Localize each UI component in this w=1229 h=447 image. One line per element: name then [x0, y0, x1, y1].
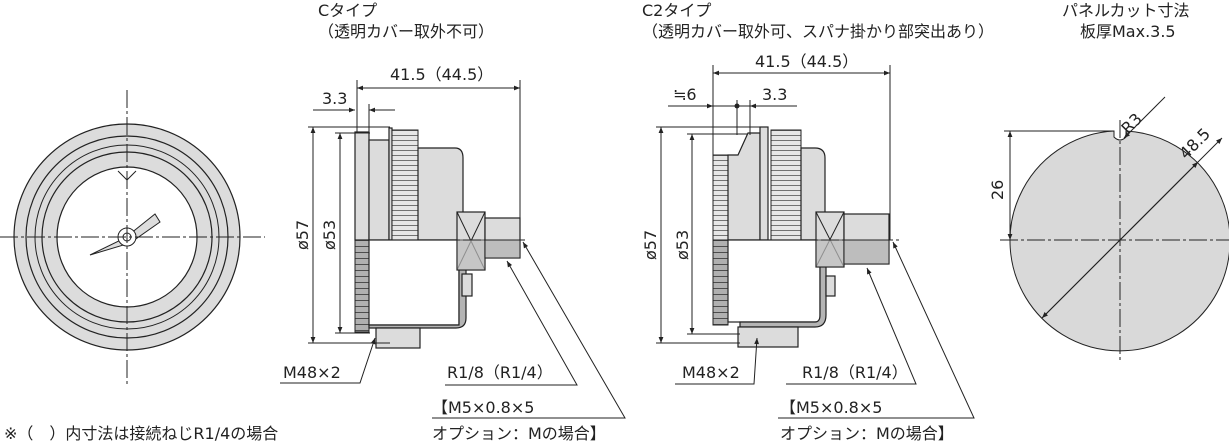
c-option-line1: 【M5×0.8×5 [432, 398, 534, 417]
c-length-dimension: 41.5（44.5） [390, 65, 493, 84]
c-type-side-view: Cタイプ （透明カバー取外不可） 41.5（44.5） 3.3 ø57 [280, 1, 626, 443]
panel-cut-title: パネルカット寸法 [1062, 1, 1190, 20]
c2-option-line2: オプション：Mの場合】 [780, 424, 954, 443]
c2-type-side-view: C2タイプ （透明カバー取外可、スパナ掛かり部突出あり） 41.5（44.5） … [641, 1, 994, 443]
footnote: ※（ ）内寸法は接続ねじR1/4の場合 [4, 424, 278, 443]
c2-outer-diameter: ø57 [641, 230, 660, 260]
c-cover-dimension: 3.3 [322, 89, 347, 108]
c-thread-label: M48×2 [283, 363, 341, 382]
c2-option-line1: 【M5×0.8×5 [780, 398, 882, 417]
c2-type-title: C2タイプ [642, 1, 711, 20]
panel-cut-view: パネルカット寸法 板厚Max.3.5 26 R3 48.5 [988, 1, 1229, 360]
c-outer-diameter: ø57 [293, 220, 312, 250]
c2-inner-diameter: ø53 [673, 230, 692, 260]
c2-length-dimension: 41.5（44.5） [755, 52, 858, 71]
panel-offset-dimension: 26 [988, 180, 1007, 200]
c2-thread-label: M48×2 [682, 363, 740, 382]
c-port-label: R1/8（R1/4） [447, 363, 553, 382]
c2-wrench-dimension: ≒6 [673, 85, 697, 104]
panel-cut-subtitle: 板厚Max.3.5 [1080, 22, 1176, 41]
c-option-line2: オプション：Mの場合】 [432, 424, 606, 443]
c2-port-label: R1/8（R1/4） [802, 363, 908, 382]
front-view [0, 90, 265, 385]
c2-type-subtitle: （透明カバー取外可、スパナ掛かり部突出あり） [642, 22, 994, 41]
c-inner-diameter: ø53 [320, 220, 339, 250]
c2-cover-dimension: 3.3 [762, 85, 787, 104]
c-type-title: Cタイプ [318, 1, 377, 20]
c-type-subtitle: （透明カバー取外不可） [318, 22, 494, 41]
